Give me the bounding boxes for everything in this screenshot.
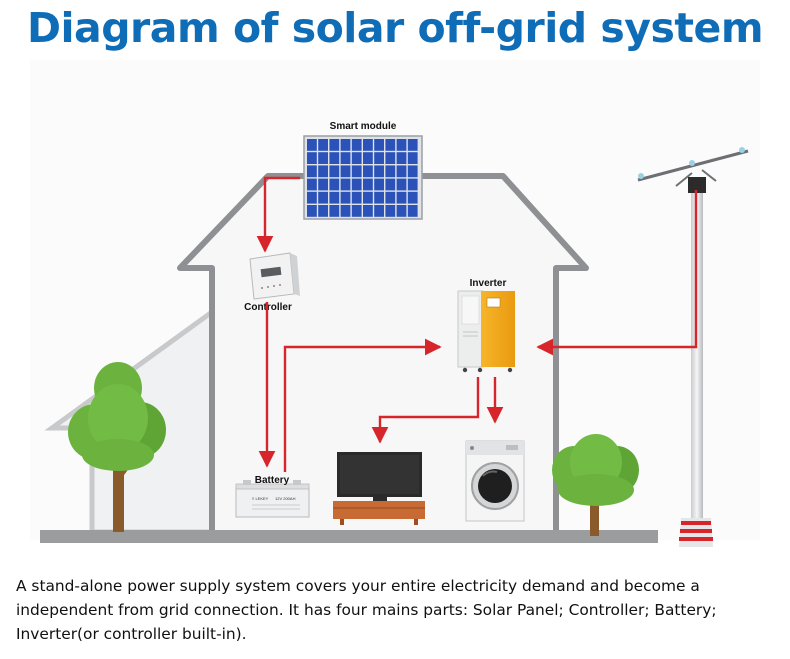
solar-panel	[303, 135, 423, 220]
solar-cell	[407, 165, 418, 178]
solar-cell	[318, 205, 328, 217]
solar-cell	[329, 178, 340, 191]
solar-cell	[385, 191, 396, 204]
solar-cell	[318, 139, 328, 151]
solar-cell	[329, 165, 340, 178]
solar-cell	[396, 191, 407, 204]
smart-module-label: Smart module	[330, 121, 397, 132]
battery-spec: 12V 200AH	[275, 496, 296, 501]
solar-cell	[363, 165, 373, 178]
solar-cell	[340, 205, 351, 217]
solar-cell	[407, 152, 418, 164]
solar-cell	[351, 205, 362, 217]
battery-device: ≡ LEKEY 12V 200AH	[235, 480, 310, 518]
solar-cell	[385, 178, 396, 191]
solar-cell	[374, 205, 384, 217]
battery-label: Battery	[255, 475, 290, 486]
solar-cell	[329, 139, 340, 151]
solar-cell	[374, 191, 384, 204]
battery-brand: ≡ LEKEY	[252, 496, 269, 501]
solar-cell	[340, 191, 351, 204]
tree-left	[68, 362, 166, 532]
solar-cell	[374, 165, 384, 178]
inverter-label: Inverter	[470, 278, 507, 289]
solar-cell	[374, 152, 384, 164]
solar-cell	[351, 178, 362, 191]
ground	[40, 530, 658, 543]
solar-cell	[363, 152, 373, 164]
solar-cell	[351, 152, 362, 164]
solar-cell	[363, 191, 373, 204]
solar-cell	[351, 165, 362, 178]
solar-cell	[385, 152, 396, 164]
tree-right	[552, 434, 639, 536]
washing-machine	[465, 440, 525, 522]
solar-cell	[329, 205, 340, 217]
solar-cell	[363, 139, 373, 151]
solar-cell	[407, 178, 418, 191]
controller-device	[249, 252, 300, 300]
solar-cell	[385, 165, 396, 178]
solar-cell	[307, 178, 317, 191]
solar-cell	[318, 165, 328, 178]
solar-cell	[307, 139, 317, 151]
tv-set	[333, 452, 425, 525]
solar-cell	[351, 139, 362, 151]
solar-cell	[396, 178, 407, 191]
solar-cell	[363, 178, 373, 191]
inverter-device	[457, 290, 515, 373]
solar-cell	[351, 191, 362, 204]
power-pole	[637, 147, 749, 547]
solar-cell	[363, 205, 373, 217]
solar-cell	[340, 152, 351, 164]
solar-cell	[396, 152, 407, 164]
solar-cell	[318, 178, 328, 191]
solar-cell	[307, 152, 317, 164]
solar-cell	[340, 178, 351, 191]
solar-cell	[329, 152, 340, 164]
solar-cell	[307, 165, 317, 178]
solar-cell	[329, 191, 340, 204]
solar-cell	[318, 152, 328, 164]
solar-cell	[385, 205, 396, 217]
solar-cell	[307, 205, 317, 217]
solar-cell	[340, 165, 351, 178]
solar-cell	[407, 191, 418, 204]
solar-cell	[340, 139, 351, 151]
solar-cell	[385, 139, 396, 151]
solar-cell	[407, 139, 418, 151]
solar-cell	[396, 165, 407, 178]
solar-system-diagram: Smart module Controller Inverter ≡ LEKEY…	[40, 121, 749, 547]
solar-cell	[307, 191, 317, 204]
page-title: Diagram of solar off-grid system	[26, 4, 764, 52]
solar-cell	[396, 205, 407, 217]
solar-cell	[374, 178, 384, 191]
solar-cell	[407, 205, 418, 217]
wiring	[256, 176, 698, 472]
solar-cell	[318, 191, 328, 204]
solar-cell	[396, 139, 407, 151]
solar-cell	[374, 139, 384, 151]
description-text: A stand-alone power supply system covers…	[16, 577, 717, 643]
